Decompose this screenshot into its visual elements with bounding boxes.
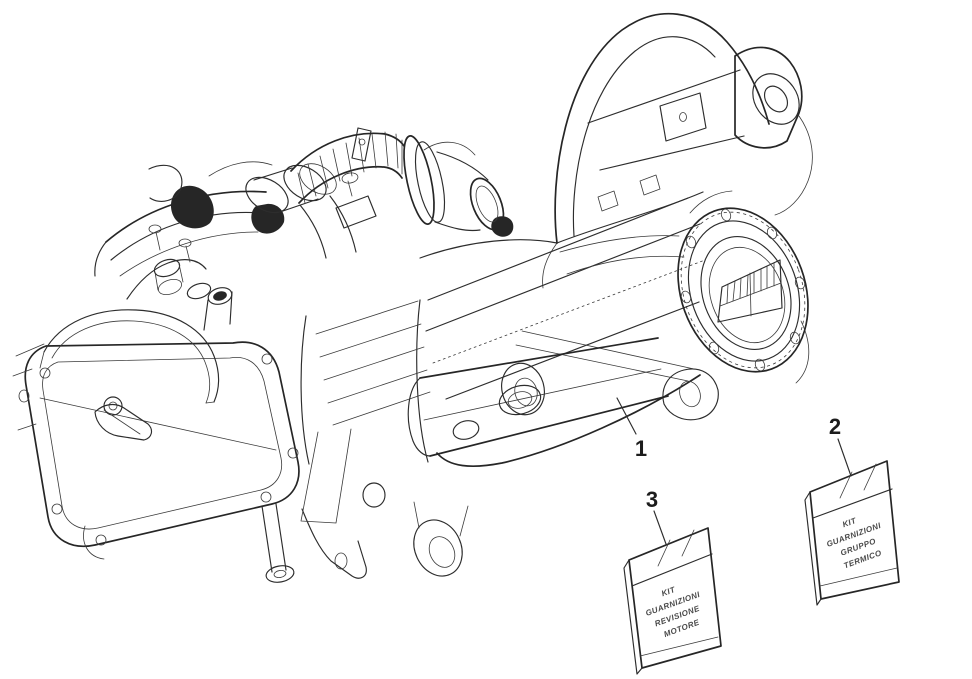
intake-hose (290, 131, 405, 204)
engine-assembly-drawing (12, 12, 813, 583)
callout-1-leader (616, 397, 637, 435)
packet-3-label-line: KIT (660, 585, 677, 599)
engine-mount-bushing (587, 46, 813, 216)
fuel-system-cluster (126, 161, 514, 331)
cylinder-block (300, 299, 431, 465)
crankcase (419, 174, 810, 468)
bottom-fittings (261, 428, 469, 583)
packet-2-label-line: KIT (841, 516, 858, 530)
cover-bolts (680, 208, 806, 372)
dark-boot-1 (170, 185, 214, 229)
callout-2-number: 2 (829, 414, 841, 439)
transmission-cover-dome (542, 12, 770, 289)
callout-3-number: 3 (646, 487, 658, 512)
gasket-packet-thermal-unit: KIT GUARNIZIONI GRUPPO TERMICO (804, 460, 900, 606)
air-intake-bell (403, 135, 505, 232)
throttle-body (245, 127, 377, 259)
callouts: 1 2 3 (616, 397, 852, 545)
clutch-cover (662, 207, 809, 421)
callout-2-leader (837, 438, 852, 477)
callout-1-number: 1 (635, 436, 647, 461)
hanger-bracket (407, 337, 669, 457)
fuel-hose (148, 164, 183, 202)
inspection-window (717, 259, 783, 323)
callout-3-leader (653, 510, 667, 545)
gasket-packet-engine-overhaul: KIT GUARNIZIONI REVISIONE MOTORE (623, 527, 722, 675)
dark-boot-2 (251, 203, 285, 234)
cylinder-head-cover (12, 309, 300, 560)
dark-boot-3 (491, 216, 514, 237)
